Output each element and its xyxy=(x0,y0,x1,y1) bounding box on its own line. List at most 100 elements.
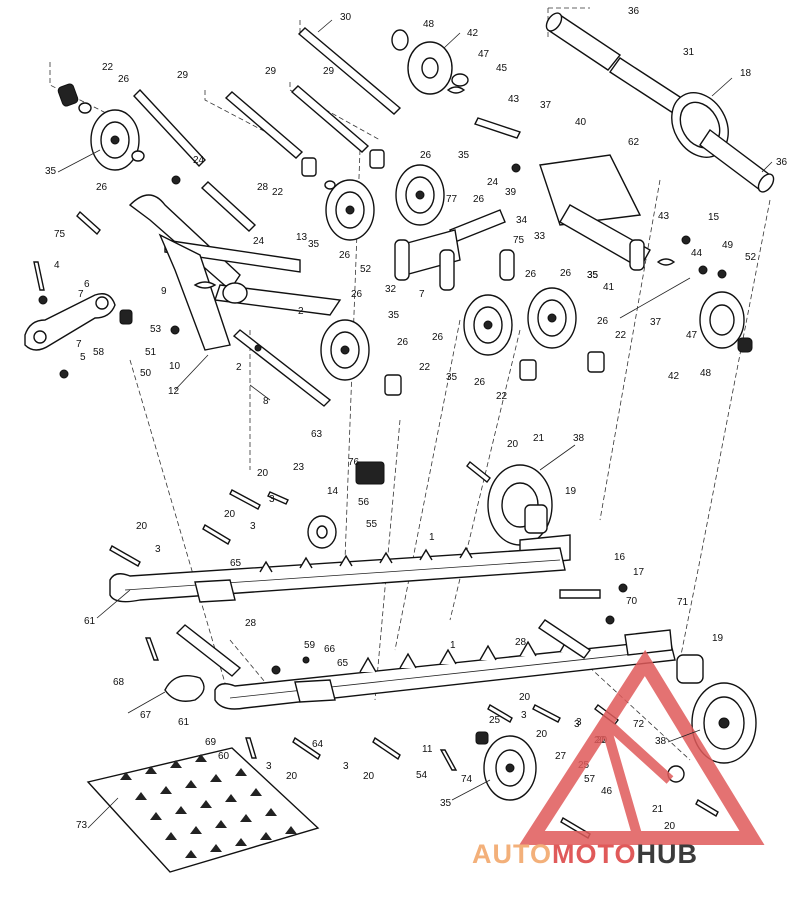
label-1-upper: 1 xyxy=(429,532,435,543)
label-22-mid: 22 xyxy=(272,187,284,198)
label-21-idler: 21 xyxy=(533,433,545,444)
label-35-lower: 35 xyxy=(388,310,400,321)
label-35-bottom: 35 xyxy=(440,798,452,809)
label-18: 18 xyxy=(740,68,752,79)
label-38-idler: 38 xyxy=(573,433,585,444)
label-75-right: 75 xyxy=(513,235,525,246)
label-3-lower-e: 3 xyxy=(574,719,580,730)
lower-rods xyxy=(175,589,601,677)
label-61-upper: 61 xyxy=(84,616,96,627)
label-5: 5 xyxy=(80,352,86,363)
label-26-topleft: 26 xyxy=(118,74,130,85)
label-21-lower: 21 xyxy=(652,804,664,815)
wheel-35-mid-upper xyxy=(301,149,445,241)
brand-part-moto: MOTO xyxy=(552,839,637,869)
label-65-upper: 65 xyxy=(230,558,242,569)
rear-axle-assembly xyxy=(545,12,775,193)
label-60: 60 xyxy=(218,751,230,762)
label-33: 33 xyxy=(534,231,546,242)
label-55: 55 xyxy=(366,519,378,530)
label-3-mid: 3 xyxy=(250,521,256,532)
label-49: 49 xyxy=(722,240,734,251)
label-50: 50 xyxy=(140,368,152,379)
label-26-left: 26 xyxy=(96,182,108,193)
label-39: 39 xyxy=(505,187,517,198)
label-29-c: 29 xyxy=(323,66,335,77)
label-24-left: 24 xyxy=(193,155,205,166)
label-2-b: 2 xyxy=(298,306,304,317)
label-20-upper: 20 xyxy=(257,468,269,479)
label-47: 47 xyxy=(478,49,490,60)
label-56: 56 xyxy=(358,497,370,508)
label-34: 34 xyxy=(516,215,528,226)
label-26-right: 26 xyxy=(560,268,572,279)
label-16: 16 xyxy=(614,552,626,563)
label-70: 70 xyxy=(626,596,638,607)
label-36-right: 36 xyxy=(776,157,788,168)
label-4: 4 xyxy=(54,260,60,271)
label-44: 44 xyxy=(691,248,703,259)
label-7-center: 7 xyxy=(419,289,425,300)
label-45: 45 xyxy=(496,63,508,74)
label-47-right: 47 xyxy=(686,330,698,341)
label-8: 8 xyxy=(263,396,269,407)
rear-idler-lower xyxy=(676,654,757,764)
label-17: 17 xyxy=(633,567,645,578)
label-28-lower: 28 xyxy=(245,618,257,629)
upper-wheel-group xyxy=(391,29,521,139)
label-26-shock: 26 xyxy=(473,194,485,205)
label-27: 27 xyxy=(555,751,567,762)
label-30: 30 xyxy=(340,12,352,23)
label-54: 54 xyxy=(416,770,428,781)
label-42: 42 xyxy=(467,28,479,39)
label-23: 23 xyxy=(293,462,305,473)
label-3-lower-c: 3 xyxy=(521,710,527,721)
label-69: 69 xyxy=(205,737,217,748)
wheel-35-left xyxy=(57,83,145,171)
label-40: 40 xyxy=(575,117,587,128)
label-48-right: 48 xyxy=(700,368,712,379)
label-35-left: 35 xyxy=(45,166,57,177)
label-75-left: 75 xyxy=(54,229,66,240)
lower-slide-rail xyxy=(214,629,676,710)
label-43: 43 xyxy=(508,94,520,105)
label-22-mid-low: 22 xyxy=(496,391,508,402)
label-38-lower: 38 xyxy=(655,736,667,747)
label-26-mid-low2: 26 xyxy=(474,377,486,388)
label-15: 15 xyxy=(708,212,720,223)
label-26-right-low: 26 xyxy=(525,269,537,280)
label-26-right-low2: 26 xyxy=(597,316,609,327)
label-62: 62 xyxy=(628,137,640,148)
watermark-brand-text: AUTOMOTOHUB xyxy=(472,838,698,870)
label-31: 31 xyxy=(683,47,695,58)
label-2-a: 2 xyxy=(236,362,242,373)
label-24-arm: 24 xyxy=(253,236,265,247)
label-3-upper: 3 xyxy=(269,494,275,505)
label-3-lower-a: 3 xyxy=(266,761,272,772)
label-73: 73 xyxy=(76,820,88,831)
label-58: 58 xyxy=(93,347,105,358)
label-37: 37 xyxy=(540,100,552,111)
label-28-right: 28 xyxy=(515,637,527,648)
label-24-mid: 24 xyxy=(487,177,499,188)
label-26-mid-low: 26 xyxy=(432,332,444,343)
label-48: 48 xyxy=(423,19,435,30)
brand-part-hub: HUB xyxy=(636,839,699,869)
label-67: 67 xyxy=(140,710,152,721)
label-72: 72 xyxy=(633,719,645,730)
front-arm-frame xyxy=(128,194,342,351)
label-22-right-low: 22 xyxy=(615,330,627,341)
label-35-center: 35 xyxy=(308,239,320,250)
label-51: 51 xyxy=(145,347,157,358)
upper-rods xyxy=(133,27,402,407)
label-64: 64 xyxy=(312,739,324,750)
label-46: 46 xyxy=(601,786,613,797)
label-65-lower: 65 xyxy=(337,658,349,669)
label-22-lower: 22 xyxy=(419,362,431,373)
bumper-67 xyxy=(164,675,205,702)
label-53: 53 xyxy=(150,324,162,335)
label-68: 68 xyxy=(113,677,125,688)
label-42-right: 42 xyxy=(668,371,680,382)
